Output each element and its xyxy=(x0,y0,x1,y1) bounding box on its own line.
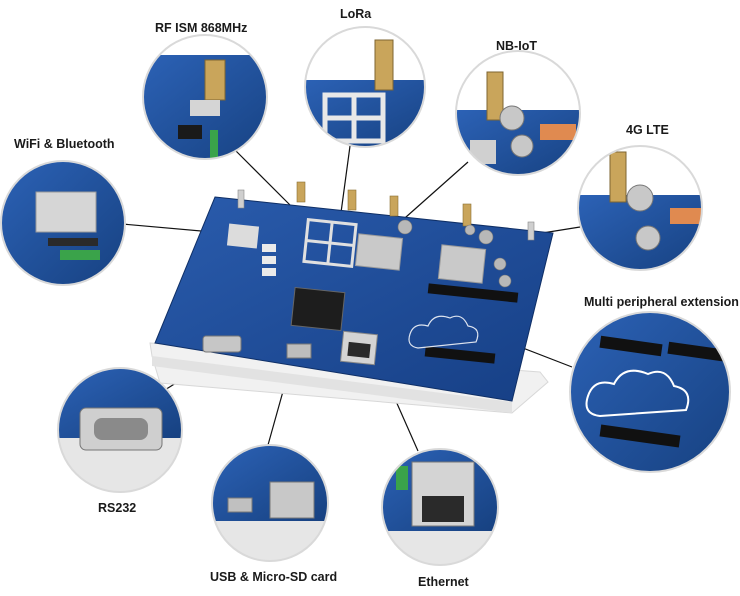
label-multi-peripheral: Multi peripheral extension xyxy=(584,295,739,309)
zoom-rf-ism xyxy=(142,34,268,160)
zoom-multi-peripheral xyxy=(569,311,731,473)
zoom-usb-sd xyxy=(211,444,329,562)
label-ethernet: Ethernet xyxy=(418,575,469,589)
label-usb-sd: USB & Micro-SD card xyxy=(210,570,338,584)
gateway-board xyxy=(149,181,554,414)
label-rs232: RS232 xyxy=(98,501,137,515)
zoom-4g-lte xyxy=(577,145,703,271)
zoom-ethernet xyxy=(381,448,499,566)
label-wifi-bluetooth: WiFi & Bluetooth xyxy=(14,137,115,151)
zoom-lora xyxy=(304,26,426,148)
zoom-wifi-bluetooth xyxy=(0,160,126,286)
zoom-nbiot xyxy=(455,50,581,176)
label-rf-ism: RF ISM 868MHz xyxy=(155,21,248,35)
label-nbiot: NB-IoT xyxy=(496,39,537,53)
label-lora: LoRa xyxy=(340,7,372,21)
label-4g-lte: 4G LTE xyxy=(626,123,669,137)
